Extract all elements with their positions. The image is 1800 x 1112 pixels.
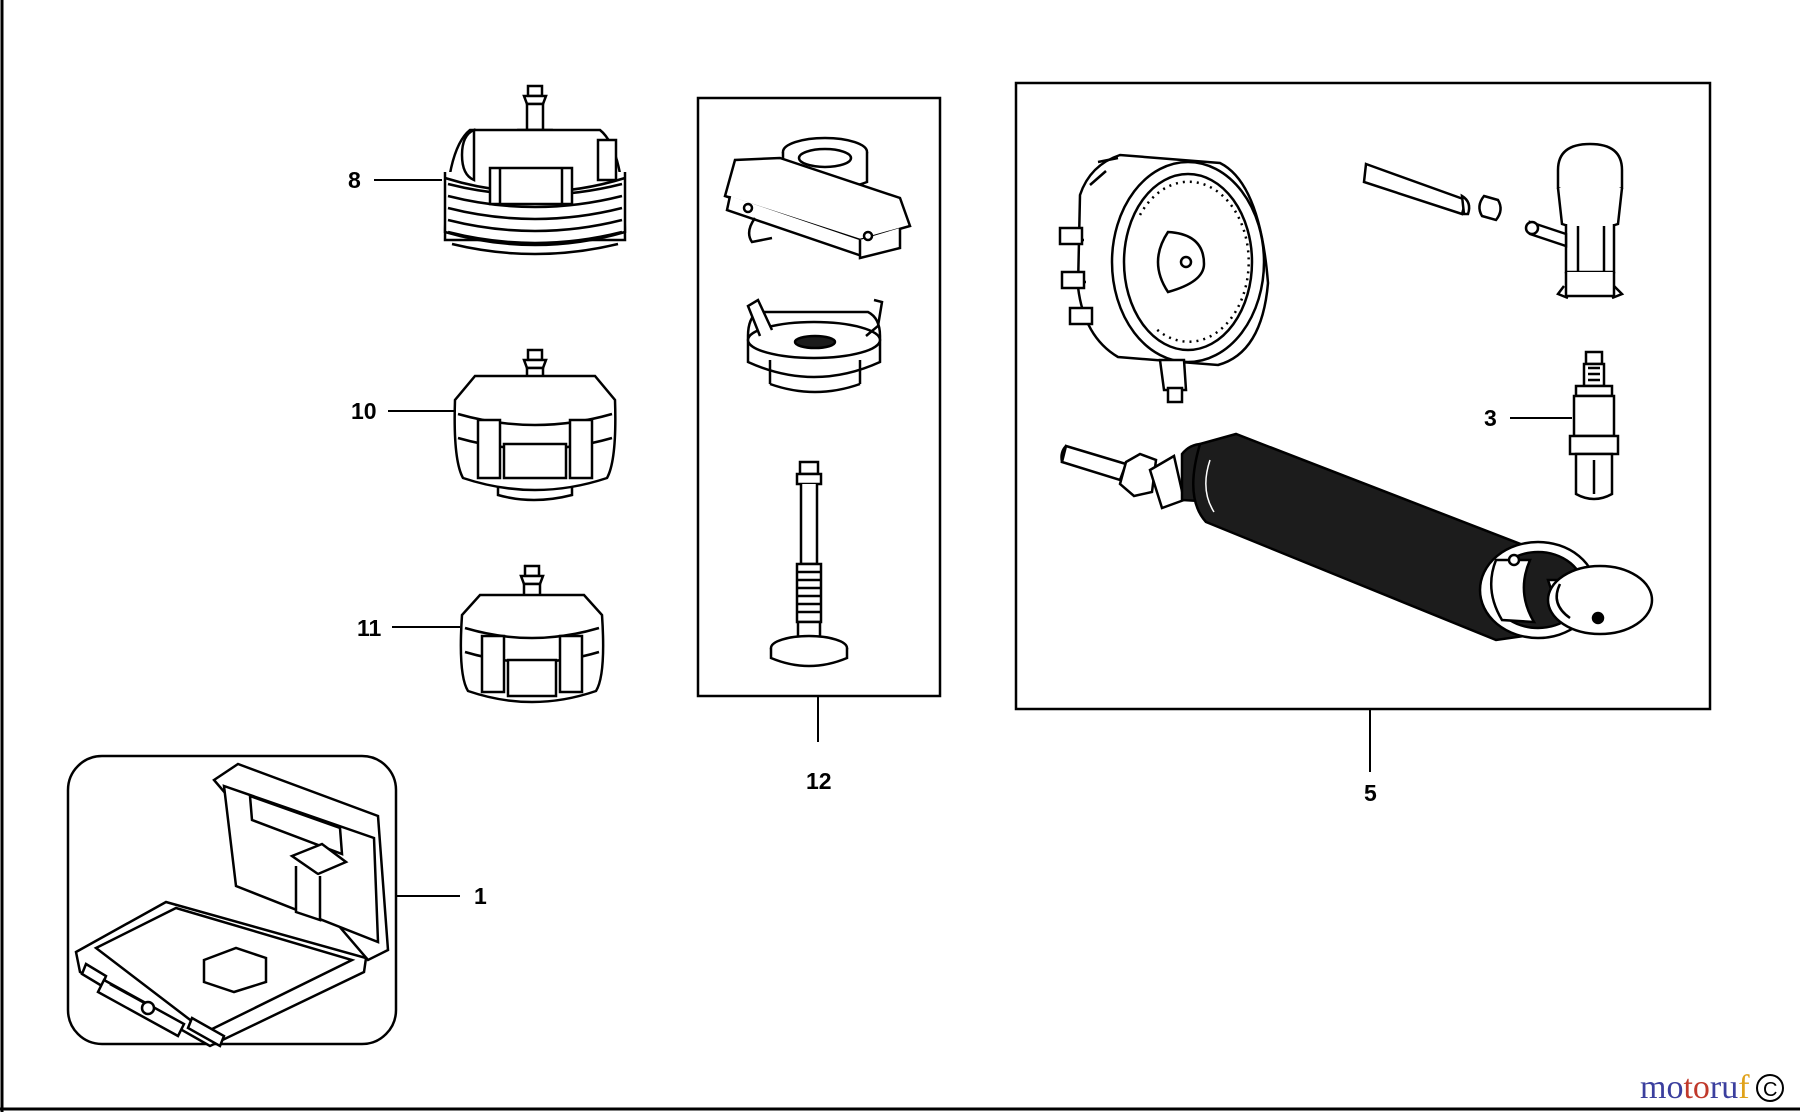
part-10-cap xyxy=(453,348,617,502)
watermark-logo: motoruf C xyxy=(1640,1069,1784,1106)
callout-8: 8 xyxy=(348,167,361,193)
watermark-letter: t xyxy=(1683,1069,1693,1106)
watermark-letter: f xyxy=(1738,1069,1750,1106)
callout-1: 1 xyxy=(474,883,487,909)
callout-3: 3 xyxy=(1484,405,1497,431)
callout-12: 12 xyxy=(806,768,832,794)
part-5-hand-pump xyxy=(1060,432,1654,642)
part-8-threaded-cap xyxy=(443,84,627,256)
part-1-carrying-case xyxy=(74,762,390,1048)
watermark-badge-icon xyxy=(1756,1074,1784,1102)
part-1-group-box xyxy=(66,754,398,1046)
watermark-letter: m xyxy=(1640,1069,1666,1106)
part-12-ring-adapter xyxy=(746,298,884,394)
watermark-letter: o xyxy=(1693,1069,1710,1106)
watermark-letter: u xyxy=(1721,1069,1738,1106)
callout-11: 11 xyxy=(357,615,382,641)
watermark-badge: C xyxy=(1763,1079,1777,1101)
watermark-letter: r xyxy=(1710,1069,1722,1106)
part-12-clamp-adapter xyxy=(723,136,912,260)
part-3-valve-core xyxy=(1568,350,1620,501)
part-5-pressure-gauge xyxy=(1058,153,1270,404)
leader-lines xyxy=(374,179,1572,897)
part-5-group-box xyxy=(1014,81,1712,711)
callout-5: 5 xyxy=(1364,780,1377,806)
part-11-cap xyxy=(459,564,605,704)
part-5-relief-valve xyxy=(1524,142,1625,300)
svg-text:motoruf: motoruf xyxy=(1640,1069,1750,1106)
watermark-letter: o xyxy=(1666,1069,1683,1106)
part-12-valve-stem xyxy=(769,460,849,668)
callout-10: 10 xyxy=(351,398,377,424)
part-5-hose-adapter xyxy=(1362,162,1502,222)
